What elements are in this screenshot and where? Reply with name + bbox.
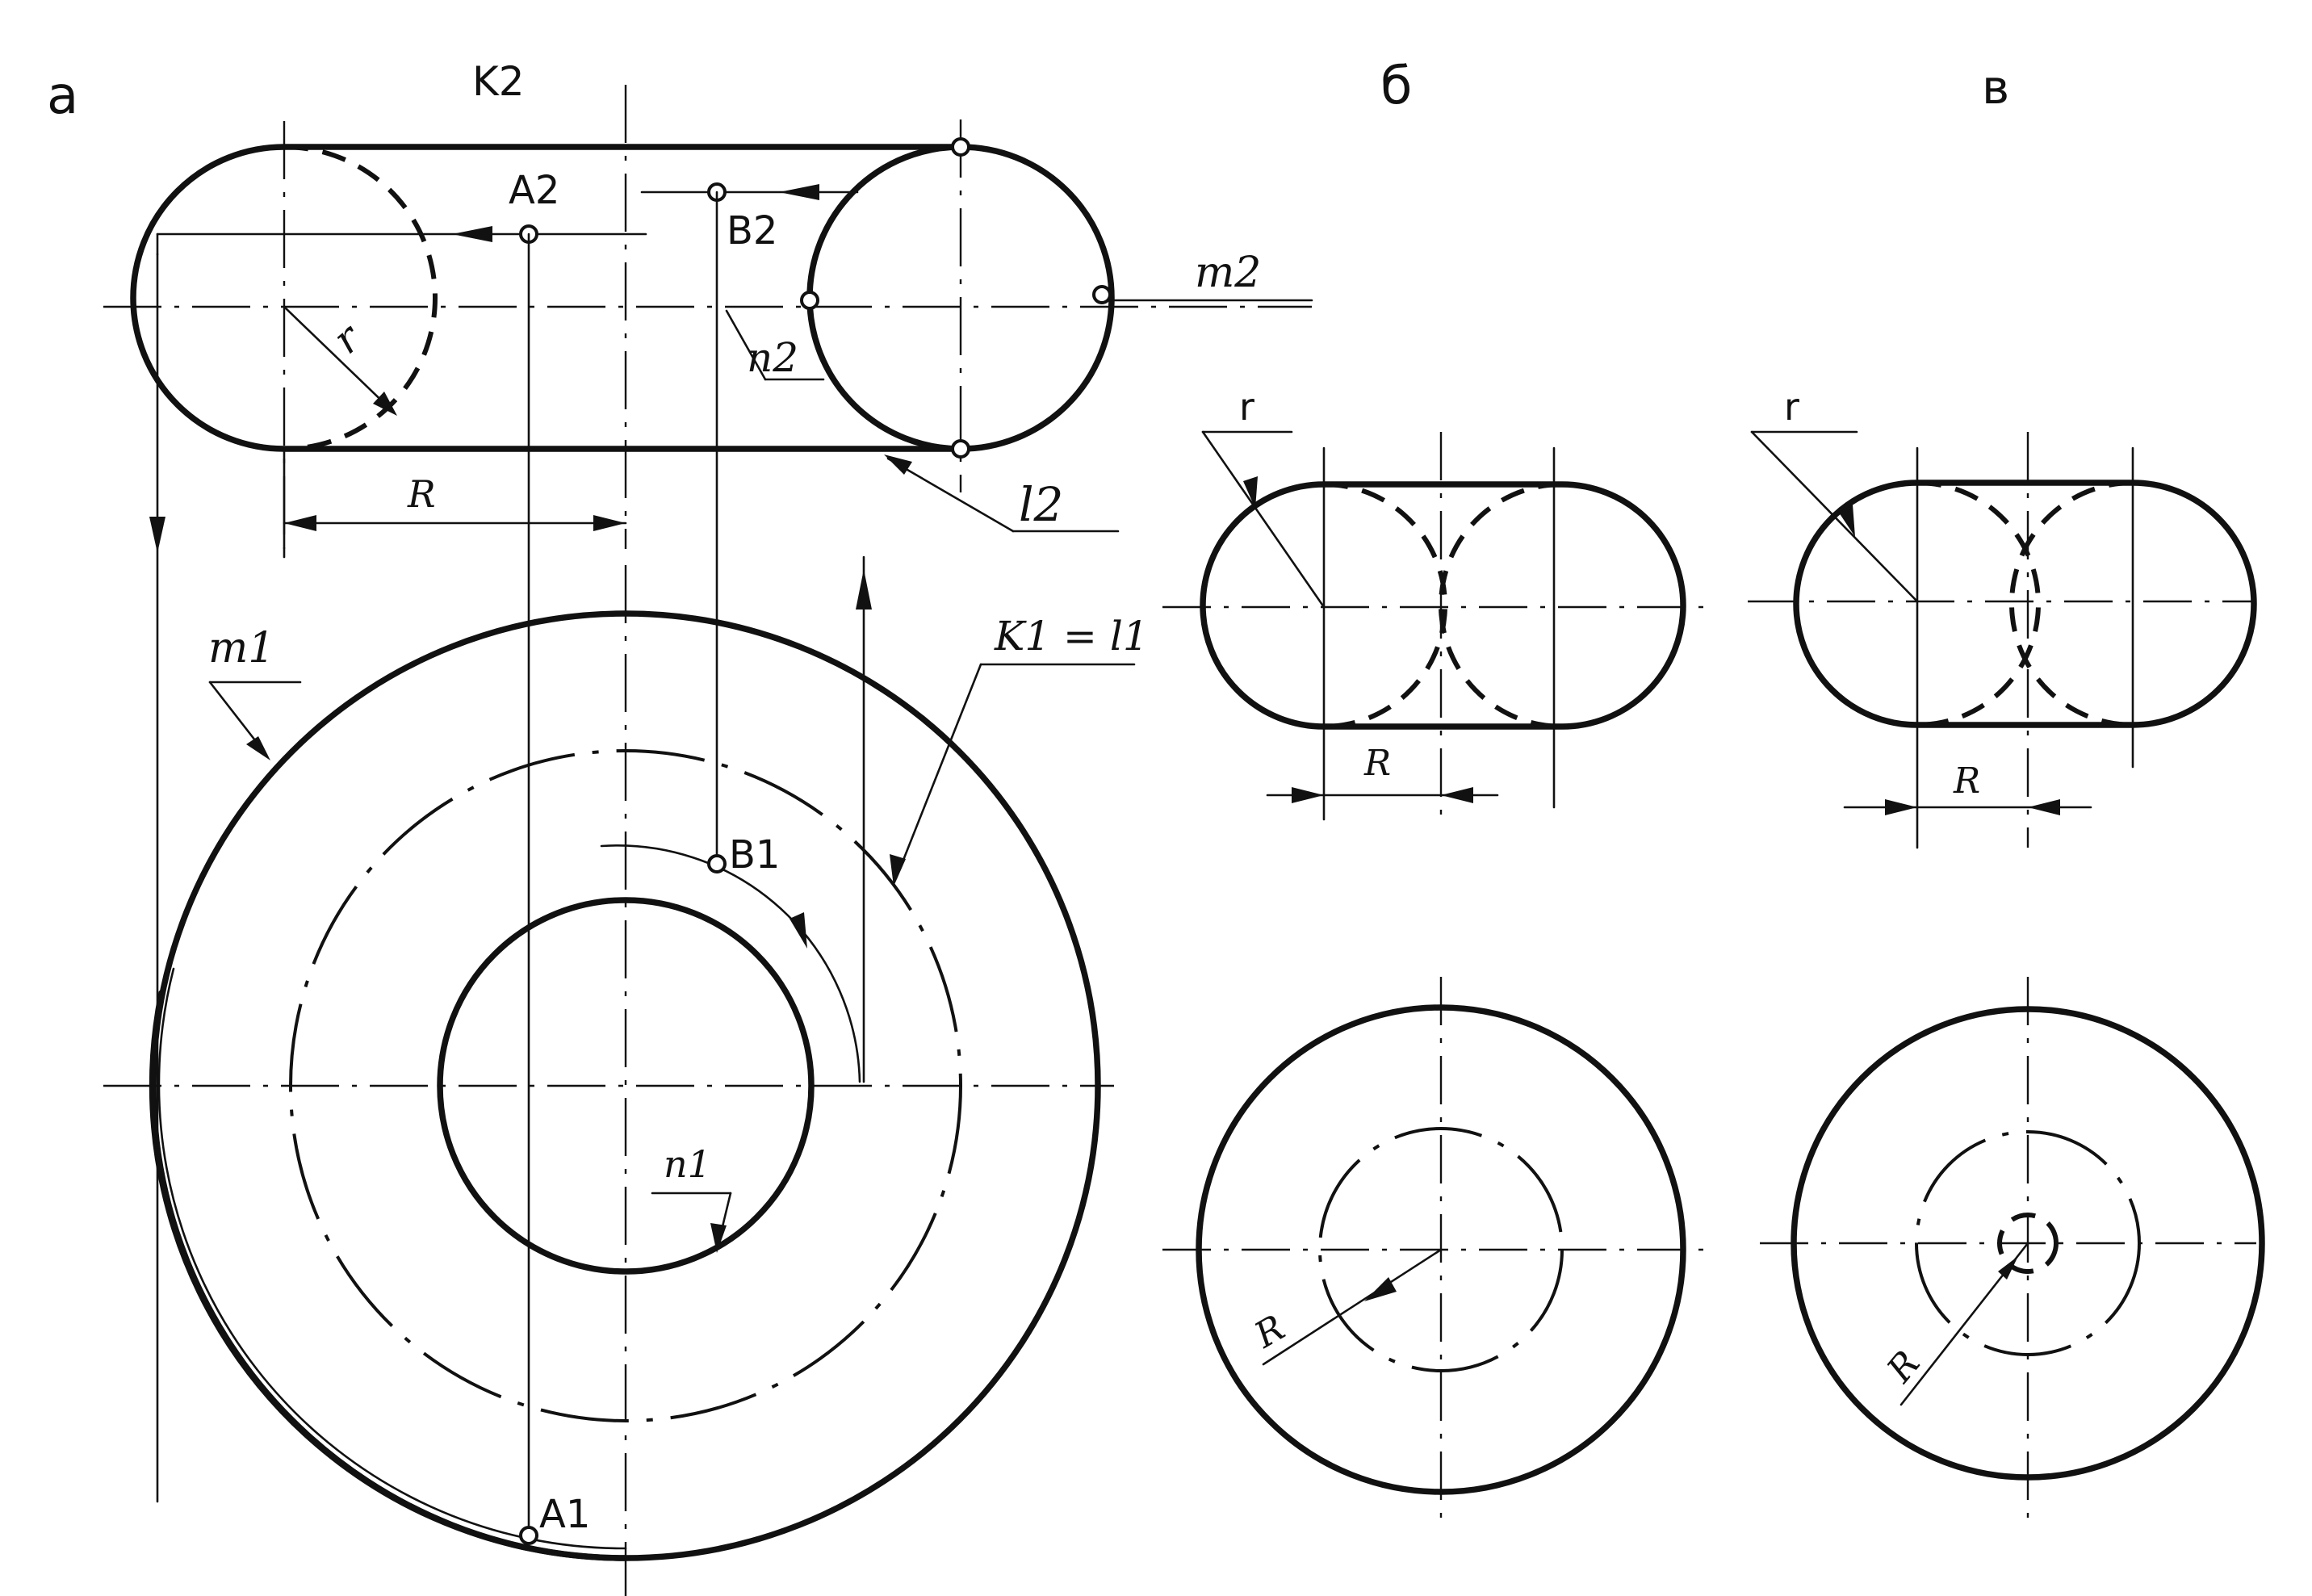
point-right-inner — [800, 291, 819, 310]
inner-circle-n1 — [437, 897, 815, 1275]
v-label-R-bottom: R — [1878, 1343, 1928, 1391]
panel-b-front-view: r R — [1162, 385, 1711, 821]
panel-v-front-view: r R — [1748, 385, 2257, 849]
rotation-arc-B — [600, 844, 861, 1083]
n2-leader — [725, 309, 767, 381]
b-top-R-arrowhead — [1364, 1277, 1397, 1301]
b-right-circle-hidden — [1439, 482, 1563, 729]
b-r-arrowhead — [1243, 476, 1258, 509]
top-view: m1 K1 = l1 n1 B1 A1 — [103, 565, 1149, 1596]
middle-circle-k1-l1 — [289, 749, 962, 1422]
label-A2: A2 — [509, 168, 559, 213]
l2-leader — [886, 457, 1015, 533]
arrow-B2-left — [779, 184, 819, 200]
label-k2: K2 — [472, 58, 525, 105]
v-front-outline — [1793, 480, 2257, 728]
proj-arrow-down — [149, 517, 165, 553]
b-left-circle-hidden — [1323, 482, 1447, 729]
panel-label-v: в — [1982, 60, 2009, 115]
panel-v: в r R R — [1748, 60, 2265, 1518]
label-k1-l1: K1 = l1 — [994, 613, 1149, 660]
v-right-circle-hidden — [2009, 480, 2134, 727]
v-top-middle-circle — [1915, 1130, 2141, 1356]
v-top-inner-hidden-circle — [1997, 1213, 2059, 1274]
b-front-outline — [1200, 481, 1686, 730]
b-dim-R-arrow-left — [1292, 787, 1324, 803]
v-dim-R-arrow-right — [2028, 799, 2060, 815]
label-r: r — [325, 313, 371, 363]
label-l2: l2 — [1019, 477, 1063, 532]
panel-v-top-view: R — [1760, 977, 2265, 1518]
point-A1 — [519, 1526, 538, 1545]
proj-arrow-up — [856, 569, 872, 609]
label-n2: n2 — [747, 334, 798, 381]
label-n1: n1 — [664, 1142, 711, 1186]
v-r-line — [1750, 430, 1919, 603]
b-label-r: r — [1239, 385, 1254, 429]
radius-r-line — [283, 305, 395, 413]
arrow-A2-left — [452, 226, 492, 242]
label-B2: B2 — [727, 208, 777, 253]
b-top-R-line — [1262, 1248, 1443, 1366]
panel-label-b: б — [1380, 57, 1412, 116]
k1-leader-slant — [894, 663, 982, 880]
b-r-line — [1201, 430, 1326, 609]
front-view: r R m2 n2 l2 A2 — [103, 58, 1313, 559]
left-circle-hidden-half — [283, 145, 438, 451]
l2-arrowhead — [884, 455, 912, 475]
torus-front-outline — [130, 144, 1115, 452]
panel-a: r R m2 n2 l2 A2 — [47, 58, 1313, 1596]
point-right-top — [951, 137, 970, 157]
label-m1: m1 — [208, 624, 274, 672]
label-m2: m2 — [1195, 249, 1261, 297]
v-r-arrowhead — [1839, 505, 1855, 537]
panel-b: б r R R — [1162, 57, 1711, 1518]
dim-R-arrow-left — [284, 515, 316, 531]
b-top-middle-circle — [1318, 1127, 1564, 1372]
v-label-r: r — [1784, 385, 1799, 429]
v-top-outer-circle — [1791, 1006, 2265, 1481]
label-R: R — [407, 472, 436, 516]
v-label-R-top: R — [1953, 760, 1980, 802]
label-A1: A1 — [539, 1492, 590, 1537]
outer-circle-visible-lower — [149, 990, 629, 1561]
v-left-circle-hidden — [1916, 480, 2041, 727]
point-right-bottom — [951, 439, 970, 459]
k1-arrowhead — [890, 854, 906, 886]
b-dim-R-arrow-right — [1441, 787, 1473, 803]
point-right-outer — [1092, 285, 1112, 304]
thin-outer-arc — [157, 967, 627, 1550]
b-label-R-top: R — [1363, 743, 1391, 784]
v-top-R-arrowhead — [1998, 1256, 2018, 1280]
rotation-arc-arrow — [790, 912, 807, 949]
b-top-outer-circle — [1196, 1004, 1686, 1495]
point-B1 — [707, 854, 727, 873]
dim-R-arrow-right — [593, 515, 626, 531]
m1-arrowhead — [246, 736, 270, 760]
panel-b-top-view: R — [1162, 977, 1711, 1518]
radius-r-arrowhead — [373, 392, 397, 416]
v-dim-R-arrow-left — [1885, 799, 1917, 815]
panel-label-a: а — [47, 66, 78, 126]
n1-arrowhead — [710, 1223, 727, 1253]
label-B1: B1 — [729, 832, 780, 878]
